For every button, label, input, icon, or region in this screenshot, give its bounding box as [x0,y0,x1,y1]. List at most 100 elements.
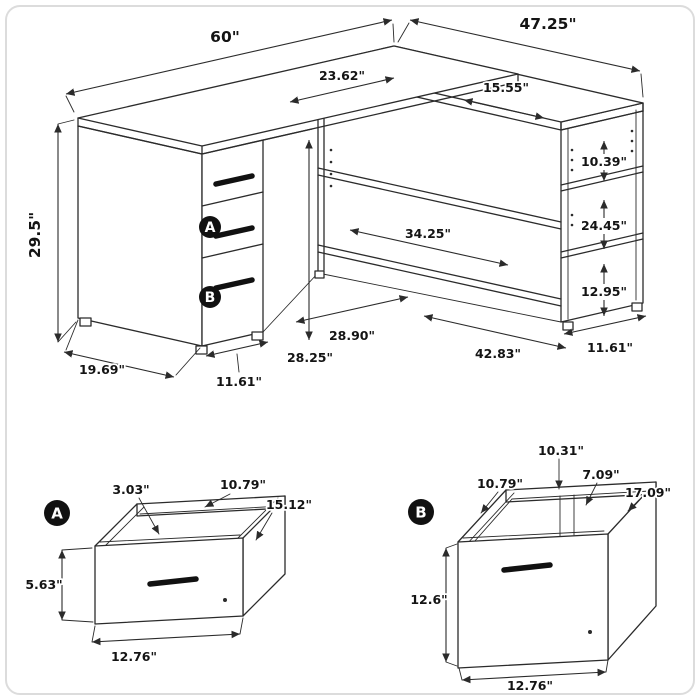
front-panel-inner-edge [99,534,241,543]
return-shelf-unit [262,45,644,333]
dim-shelf-width: 34.25" [405,226,451,241]
dim-kneehole-width-line [295,295,409,324]
drawer-a-badge-letter: A [51,505,63,523]
edge [94,503,138,547]
dim-b-interior-depth: 10.31" [538,443,584,458]
dim-desk-height: 29.5" [26,212,44,258]
shelf-pin-hole [570,213,574,217]
ext-line [458,667,463,681]
drawer-a-badge [44,500,70,526]
dim-desk-width: 60" [210,28,240,46]
drawer-a-handle [147,576,199,587]
cam-hole [223,598,227,602]
shelf-pin-hole [329,160,333,164]
drawer-handle [213,277,255,291]
main-dimension-lines [54,18,647,379]
marker-b-circle [199,286,221,308]
dim-return-front-length: 42.83" [475,346,521,361]
drawer-marker-b: B [199,286,221,308]
ext-line [175,347,201,376]
ext-line [445,661,458,667]
shelf-line [560,171,644,192]
drawer-b-detail: B 10.31" 10.79" 7.09" 17.09" 12.6" 12.76… [408,441,673,695]
dim-cubby-bottom: 12.95" [581,284,627,299]
dim-b-front-height: 12.6" [410,592,447,607]
dim-shelf-width-line [349,228,509,267]
dim-desk-depth: 23.62" [319,68,365,83]
marker-a-letter: A [205,220,216,236]
ext-line [61,547,93,551]
shelf-pin-hole [329,148,333,152]
edge [473,498,513,543]
dim-cubby-top: 10.39" [581,154,627,169]
drawer-b-handle [501,562,553,573]
ext-line [640,73,644,98]
foot [79,317,92,327]
foot [562,321,574,331]
marker-a-circle [199,216,221,238]
ext-line [57,119,75,125]
foot [314,270,325,279]
dim-return-depth-line [463,98,545,120]
shelf-pin-hole [329,172,333,176]
edge [457,489,507,543]
dim-a-front-height: 5.63" [25,577,62,592]
shelf-pin-hole [570,168,574,172]
shelf-pin-hole [570,148,574,152]
drawer-handle [213,225,255,239]
dim-return-depth: 15.55" [483,80,529,95]
dim-pedestal-width-line [205,340,269,358]
drawer-divider [201,191,264,207]
ext-line [605,659,609,673]
main-desk-diagram: 60" 47.25" 29.5" 23.62" 15.55" 10.39" 24… [24,13,647,391]
dim-return-front-line [423,314,567,350]
dim-a-front-width: 12.76" [111,649,157,664]
dim-desk-depth-line [289,76,395,104]
foot [631,302,643,312]
dim-b-width-line [461,668,607,684]
desk-side-panel [77,125,203,347]
dim-a-width-line [91,630,241,646]
cam-hole [588,630,592,634]
dim-side-depth-line [63,350,175,379]
shelf-pin-hole [329,184,333,188]
edge [201,81,519,155]
leader-a-interior-width [204,493,231,508]
ext-line [65,95,75,113]
ext-line [61,619,94,623]
dim-return-length-line [409,18,641,73]
leader-a-interior-depth [255,512,273,541]
edge [560,110,644,131]
shelf-pin-hole [570,223,574,227]
leader-a-front-thickness [138,497,160,535]
marker-b-letter: B [205,290,216,306]
dim-kneehole-height: 28.25" [287,350,333,365]
dim-return-end-depth: 11.61" [587,340,633,355]
drawer-b-front-face [457,533,609,669]
ext-line [65,319,79,351]
edge [139,505,283,515]
ext-line [239,617,244,635]
shelf-pin-hole [630,139,634,143]
dim-return-length: 47.25" [519,15,576,33]
front-panel-inner-edge [462,530,605,539]
drawer-b-badge [408,499,434,525]
dim-a-interior-width: 10.79" [220,477,266,492]
leader-b-side-depth [627,499,640,512]
dim-kneehole-width: 28.90" [329,328,375,343]
dim-cubby-middle: 24.45" [581,218,627,233]
drawer-handle [213,173,255,187]
ext-line [392,23,395,43]
dim-b-back-height: 7.09" [582,467,619,482]
underside-edge [262,128,313,141]
ext-line [397,22,410,43]
drawer-marker-a: A [199,216,221,238]
drawer-divider [201,243,264,259]
edge [77,125,203,155]
shelf-pin-hole [630,149,634,153]
foot [251,331,264,341]
edge [465,492,515,546]
drawer-pedestal-front [201,139,264,347]
